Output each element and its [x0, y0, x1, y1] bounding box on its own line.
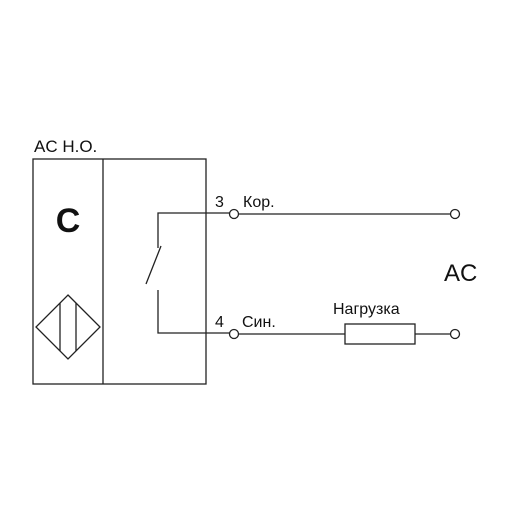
load-label: Нагрузка	[333, 301, 400, 318]
normally-open-switch-icon	[145, 212, 233, 334]
terminal-4-wire-label: Син.	[242, 314, 276, 331]
supply-label: AC	[444, 260, 477, 287]
terminal-4-node	[228, 328, 240, 340]
resistor-load-icon	[344, 323, 416, 345]
supply-node-top	[449, 208, 461, 220]
device-label: AC Н.О.	[34, 137, 97, 156]
terminal-3-node	[228, 208, 240, 220]
diamond-sensing-face-icon	[35, 294, 101, 360]
sensor-body	[32, 158, 207, 385]
sensor-type-label: C	[56, 202, 81, 240]
terminal-4-number: 4	[215, 314, 224, 331]
supply-node-bottom	[449, 328, 461, 340]
terminal-3-number: 3	[215, 194, 224, 211]
terminal-3-wire-label: Кор.	[243, 194, 275, 211]
